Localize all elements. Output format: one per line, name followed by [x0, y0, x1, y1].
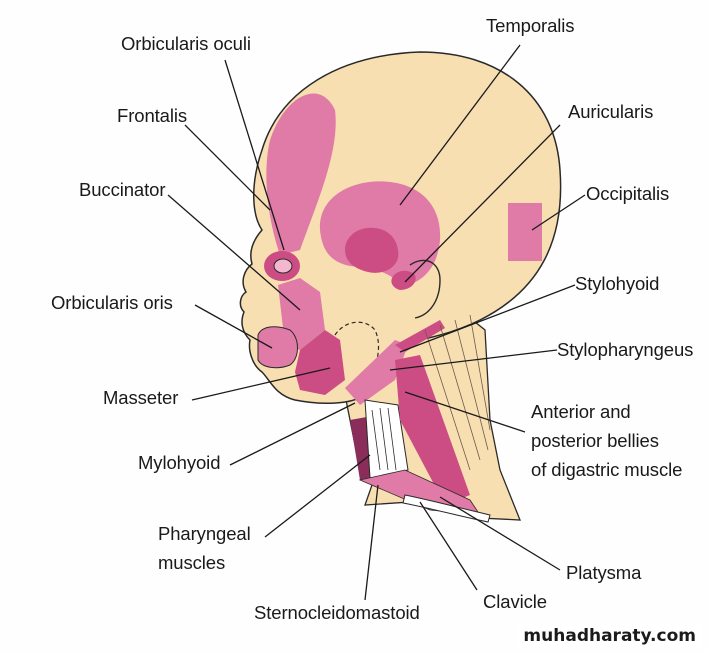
- eye: [273, 258, 293, 274]
- leader-sternocleidomastoid: [364, 484, 379, 601]
- label-digastric-line2: posterior bellies: [531, 430, 659, 451]
- leader-clavicle: [419, 501, 478, 591]
- label-occipitalis: Occipitalis: [586, 183, 670, 204]
- label-masseter: Masseter: [103, 387, 179, 408]
- hyoid-hatching: [371, 407, 397, 471]
- label-pharyngeal-line1: Pharyngeal: [158, 523, 251, 544]
- leader-occipitalis: [531, 194, 586, 231]
- label-stylohyoid: Stylohyoid: [575, 273, 660, 294]
- label-sternocleidomastoid: Sternocleidomastoid: [254, 602, 420, 623]
- label-frontalis: Frontalis: [117, 105, 188, 126]
- ear: [409, 259, 441, 319]
- leader-platysma: [439, 496, 561, 571]
- masseter-muscle: [295, 330, 345, 395]
- sternocleidomastoid-muscle: [395, 355, 470, 505]
- leader-orbicularis-oris: [194, 304, 273, 349]
- leader-auricularis: [404, 124, 561, 283]
- leader-temporalis: [399, 44, 521, 206]
- clavicle-bone: [402, 494, 491, 523]
- leader-frontalis: [184, 124, 271, 211]
- label-digastric-line1: Anterior and: [531, 401, 631, 422]
- leader-mylohyoid: [229, 402, 356, 466]
- label-mylohyoid: Mylohyoid: [138, 452, 221, 473]
- leader-stylohyoid: [399, 284, 576, 353]
- leader-buccinator: [167, 194, 301, 311]
- frontalis-muscle: [266, 93, 336, 255]
- auricularis-muscle: [391, 270, 416, 290]
- label-digastric-line3: of digastric muscle: [531, 459, 683, 480]
- digastric-muscle: [345, 340, 408, 405]
- neck-striations: [424, 314, 491, 471]
- label-orbicularis-oculi: Orbicularis oculi: [121, 33, 251, 54]
- occipitalis-muscle: [508, 203, 542, 261]
- watermark: muhadharaty.com: [517, 624, 702, 648]
- label-pharyngeal-line2: muscles: [158, 552, 226, 573]
- label-temporalis: Temporalis: [486, 15, 575, 36]
- leader-orbicularis-oculi: [224, 59, 285, 251]
- label-auricularis: Auricularis: [568, 101, 654, 122]
- orbicularis-oris-muscle: [257, 326, 298, 369]
- label-stylopharyngeus: Stylopharyngeus: [557, 339, 694, 360]
- hyoid-area: [364, 399, 409, 479]
- leader-lines: [167, 44, 586, 601]
- stylohyoid-muscle: [395, 320, 445, 352]
- temporalis-inner: [345, 227, 399, 273]
- leader-digastric: [404, 391, 526, 433]
- leader-stylopharyngeus: [389, 349, 558, 371]
- label-platysma: Platysma: [566, 562, 642, 583]
- leader-pharyngeal: [264, 454, 371, 538]
- leader-masseter: [191, 367, 331, 401]
- label-buccinator: Buccinator: [79, 179, 166, 200]
- label-clavicle: Clavicle: [483, 591, 547, 612]
- label-orbicularis-oris: Orbicularis oris: [51, 292, 173, 313]
- mandible-outline: [334, 321, 380, 381]
